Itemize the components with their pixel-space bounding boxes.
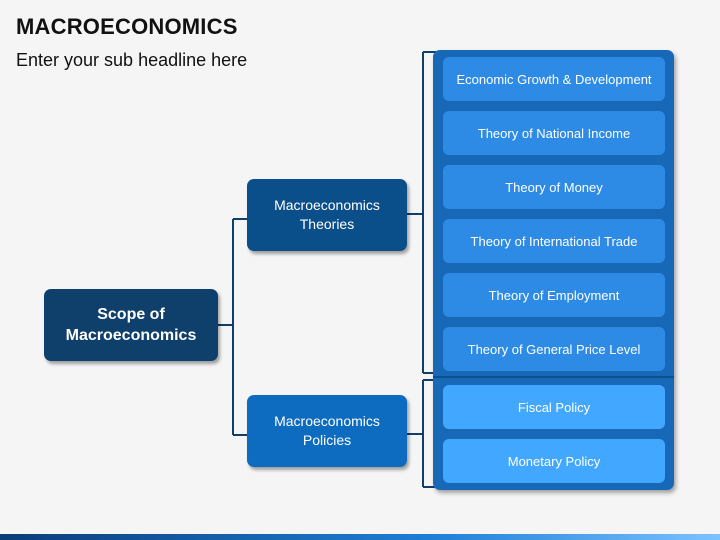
theories-node-line2: Theories (299, 216, 355, 232)
policies-node-line2: Policies (302, 432, 352, 448)
theory-item-national-income: Theory of National Income (443, 111, 665, 155)
theories-node: Macroeconomics Theories (247, 179, 407, 251)
root-connector (218, 218, 247, 436)
page-subtitle: Enter your sub headline here (16, 50, 248, 70)
policy-item-fiscal: Fiscal Policy (443, 385, 665, 429)
policy-item-monetary: Monetary Policy (443, 439, 665, 483)
theory-item-money: Theory of Money (443, 165, 665, 209)
panel-divider (433, 376, 674, 378)
policies-node-line1: Macroeconomics (274, 413, 380, 429)
policies-connector (407, 379, 437, 488)
theory-item-employment: Theory of Employment (443, 273, 665, 317)
theory-item-growth: Economic Growth & Development (443, 57, 665, 101)
theory-item-price-level: Theory of General Price Level (443, 327, 665, 371)
root-node: Scope of Macroeconomics (44, 289, 218, 361)
policies-node: Macroeconomics Policies (247, 395, 407, 467)
footer-accent-bar (0, 534, 720, 540)
root-node-line2: Macroeconomics (65, 327, 197, 344)
theories-node-line1: Macroeconomics (274, 197, 380, 213)
theory-item-international-trade: Theory of International Trade (443, 219, 665, 263)
root-node-line1: Scope of (97, 306, 165, 323)
page-title: MACROECONOMICS (16, 14, 238, 39)
theories-connector (407, 51, 437, 374)
